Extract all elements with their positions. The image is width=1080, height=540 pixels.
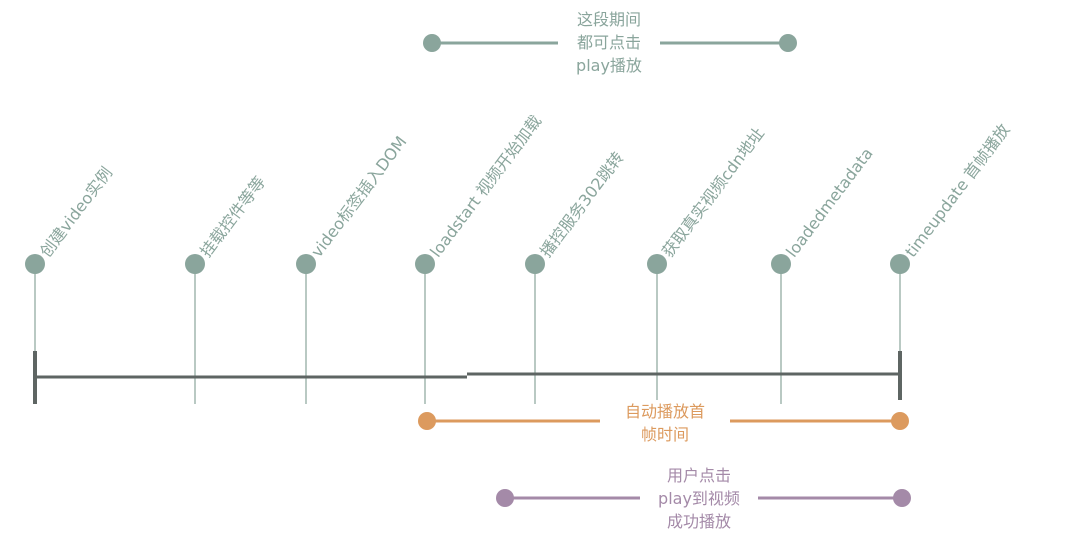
user-play-range-label: 用户点击 play到视频 成功播放 xyxy=(640,464,758,533)
event-dot xyxy=(296,254,316,274)
autoplay-end-dot xyxy=(891,412,909,430)
event-dots xyxy=(25,254,910,274)
timeline-axis xyxy=(33,351,902,404)
event-stems xyxy=(34,264,901,404)
play-window-range-label: 这段期间 都可点击 play播放 xyxy=(558,8,660,77)
play-window-end-dot xyxy=(779,34,797,52)
event-dot xyxy=(25,254,45,274)
event-dot xyxy=(415,254,435,274)
event-dot xyxy=(647,254,667,274)
event-dot xyxy=(890,254,910,274)
event-dot xyxy=(185,254,205,274)
play-window-start-dot xyxy=(423,34,441,52)
event-dot xyxy=(525,254,545,274)
user-play-end-dot xyxy=(893,489,911,507)
autoplay-range-label: 自动播放首 帧时间 xyxy=(600,400,730,446)
user-play-start-dot xyxy=(496,489,514,507)
autoplay-start-dot xyxy=(418,412,436,430)
event-dot xyxy=(771,254,791,274)
